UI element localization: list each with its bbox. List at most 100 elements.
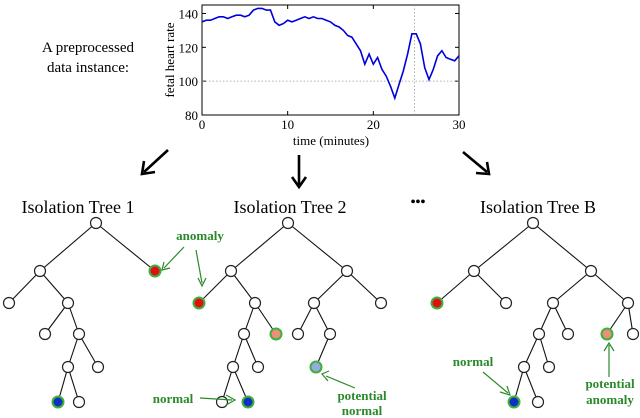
tree-edge (523, 366, 539, 403)
tree-node (307, 296, 321, 310)
tree-node (91, 360, 105, 374)
potential-normal-arrow (325, 375, 356, 389)
anomaly-arrowhead-1 (161, 261, 171, 271)
tree-edge (473, 222, 534, 272)
instance-label-line1: A preprocessed (42, 40, 135, 56)
flow-arrows (140, 149, 491, 190)
normal-arrow-treeB (482, 371, 509, 394)
tree-node (561, 327, 575, 341)
tree-edge (221, 366, 234, 403)
x-tick-label: 20 (367, 117, 380, 132)
tree-node (374, 296, 388, 310)
highlighted-tree-node (507, 395, 521, 409)
tree-1-title: Isolation Tree 1 (21, 197, 134, 217)
tree-node (281, 216, 295, 230)
plot-frame (201, 4, 460, 116)
tree-edge (287, 222, 348, 272)
tree-edge (230, 222, 289, 272)
tree-edge (313, 270, 348, 304)
isolation-trees (2, 216, 640, 409)
tree-node (517, 360, 531, 374)
tree-node (248, 296, 262, 310)
tree-node (38, 327, 52, 341)
x-tick-label: 0 (199, 117, 206, 132)
tree-node (72, 327, 86, 341)
highlighted-tree-node (241, 395, 255, 409)
tree-B-title: Isolation Tree B (480, 197, 596, 217)
normal-arrow-tree2 (199, 397, 233, 401)
tree-node (61, 360, 75, 374)
tree-edge (532, 222, 592, 272)
tree-node (531, 395, 545, 409)
tree-edge (436, 270, 475, 304)
tree-edge (78, 333, 99, 368)
tree-node (89, 216, 103, 230)
y-tick-label: 120 (179, 40, 199, 55)
tree-2-title: Isolation Tree 2 (233, 197, 346, 217)
tree-node (33, 264, 47, 278)
y-tick-label: 100 (179, 74, 199, 89)
tree-node (291, 327, 305, 341)
tree-edge (230, 270, 256, 304)
highlighted-tree-node (600, 327, 614, 341)
tree-node (323, 327, 337, 341)
potential-normal-line1: potential (337, 388, 387, 403)
normal-annotation-treeB: normal (453, 354, 494, 369)
y-axis-label: fetal heart rate (162, 22, 177, 97)
tree-node (215, 395, 229, 409)
highlighted-tree-node (192, 296, 206, 310)
y-tick-label: 80 (185, 108, 198, 123)
tree-node (584, 264, 598, 278)
potential-anomaly-arrowhead (603, 341, 615, 352)
tree-node (237, 327, 251, 341)
tree-edge (39, 222, 97, 272)
anomaly-annotation: anomaly (176, 228, 224, 243)
x-axis-label: time (minutes) (293, 133, 369, 148)
tree-edge (8, 270, 41, 304)
arrow-to-tree1-shaft (143, 149, 169, 173)
ellipsis: ••• (411, 195, 426, 210)
arrow-to-tree1-head (140, 160, 156, 176)
arrow-to-tree2-head (290, 176, 308, 190)
arrow-to-treeB-shaft (462, 151, 488, 173)
tree-node (546, 296, 560, 310)
tree-node (251, 360, 265, 374)
highlighted-tree-node (269, 327, 283, 341)
tree-node (224, 264, 238, 278)
highlighted-tree-node (309, 360, 323, 374)
tree-node (61, 296, 75, 310)
tree-node (72, 395, 86, 409)
tree-B (430, 216, 640, 409)
anomaly-arrowhead-2 (197, 277, 207, 288)
highlighted-tree-node (430, 296, 444, 310)
annotations: anomaly normal potential normal normal p… (153, 228, 635, 418)
tree-edge (552, 270, 592, 304)
arrow-to-treeB-head (475, 161, 491, 176)
anomaly-arrow-2 (195, 249, 203, 284)
tree-node (626, 327, 640, 341)
potential-anomaly-line1: potential (585, 376, 635, 391)
tree-node (542, 360, 556, 374)
tree-edge (44, 302, 69, 335)
tree-2 (192, 216, 388, 409)
tree-node (2, 296, 16, 310)
tree-edge (198, 270, 232, 304)
highlighted-tree-node (51, 395, 65, 409)
tree-edge (473, 270, 507, 304)
tree-edge (95, 222, 156, 272)
tree-node (526, 216, 540, 230)
normal-annotation-tree2: normal (153, 391, 194, 406)
tree-node (340, 264, 354, 278)
tree-node (467, 264, 481, 278)
x-tick-label: 10 (281, 117, 294, 132)
tree-node (621, 296, 635, 310)
highlighted-tree-node (148, 264, 162, 278)
tree-edge (590, 270, 629, 304)
potential-anomaly-line2: anomaly (586, 392, 634, 407)
heart-rate-series-line (201, 7, 460, 101)
tree-edge (346, 270, 382, 304)
